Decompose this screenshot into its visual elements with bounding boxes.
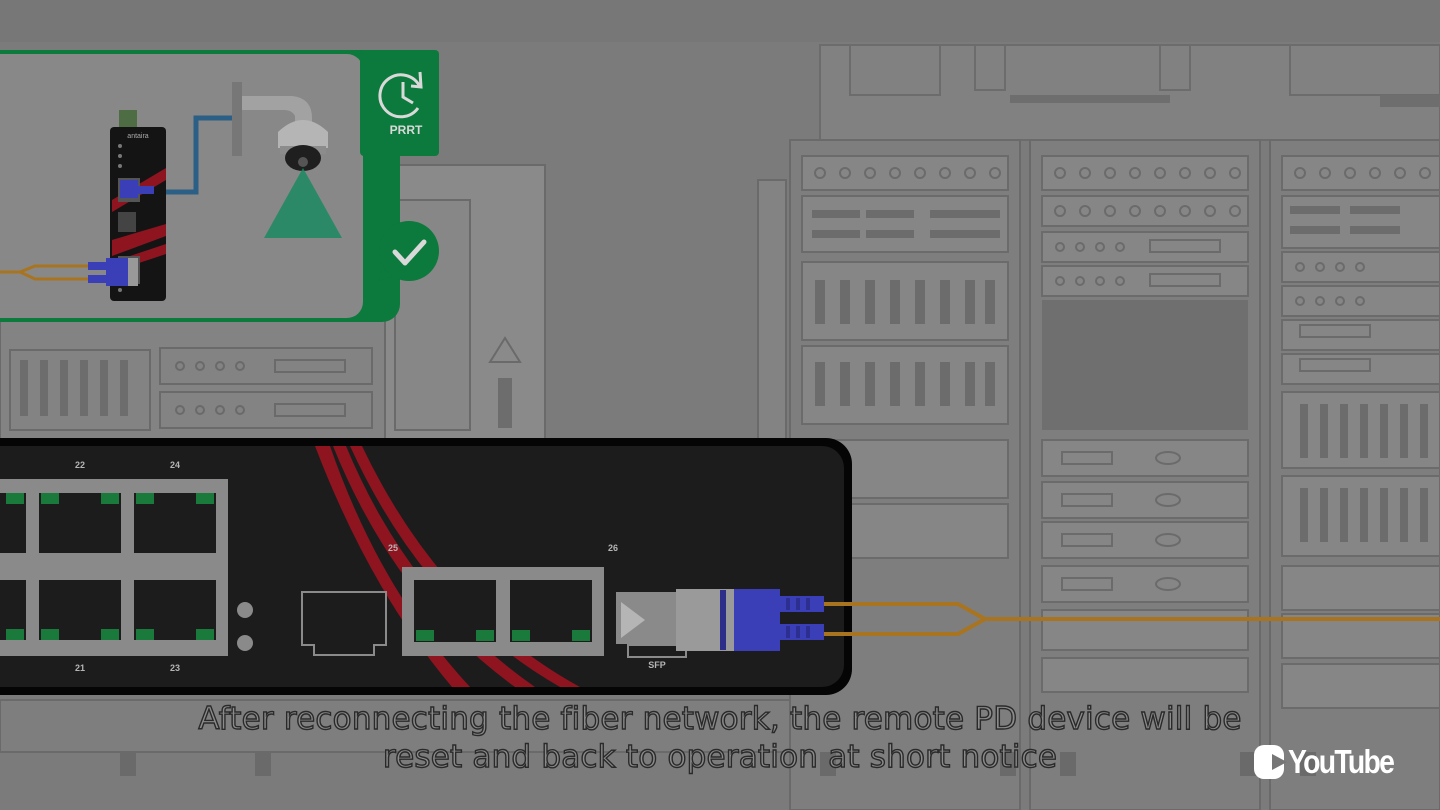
port-label-22: 22 [75,460,85,470]
compact-switch: antaira [110,110,166,301]
prrt-label: PRRT [390,123,423,137]
video-subtitle: After reconnecting the fiber network, th… [0,700,1440,776]
youtube-logo[interactable]: YouTube [1254,742,1410,782]
sfp-port [616,589,824,658]
fiber-connector-small [88,258,138,286]
switch-brand-label: antaira [127,133,149,140]
rj45-port-block [0,479,228,656]
prrt-badge: PRRT [360,50,439,156]
subtitle-line-1: After reconnecting the fiber network, th… [198,700,1242,737]
pd-device-panel: PRRT [0,50,439,322]
play-button-icon [1254,745,1287,779]
subtitle-line-2: reset and back to operation at short not… [382,738,1058,775]
clock-refresh-icon [378,71,423,119]
port-label-23: 23 [170,663,180,673]
switch-front-panel: 22 24 21 23 25 26 [0,438,852,695]
sfp-label: SFP [648,660,666,670]
youtube-logo-text: YouTube [1287,743,1395,780]
port-label-25: 25 [388,543,398,553]
port-label-21: 21 [75,663,85,673]
combo-port-block [402,567,604,656]
fiber-cable [824,602,1440,636]
dome-camera-icon [232,82,342,238]
port-label-24: 24 [170,460,180,470]
checkmark-chat-icon [378,221,439,281]
port-label-26: 26 [608,543,618,553]
